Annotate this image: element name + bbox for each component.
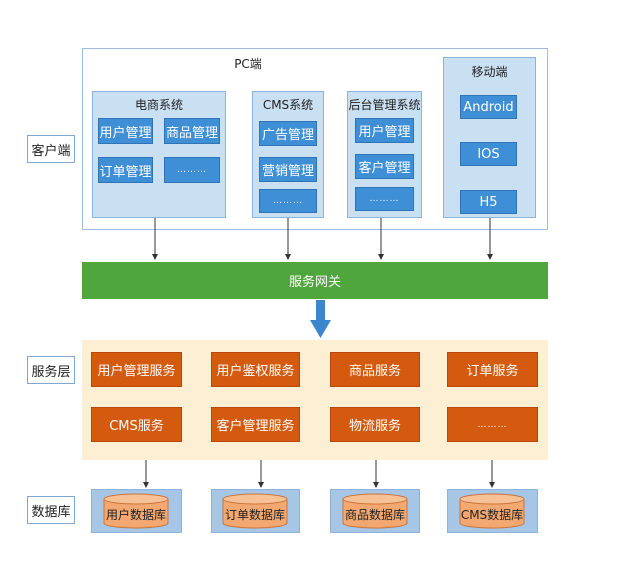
module-ad-management: 广告管理: [259, 121, 317, 146]
layer-label-database: 数据库: [27, 496, 75, 524]
module-more-admin: ………: [355, 187, 414, 211]
layer-label-service: 服务层: [27, 356, 75, 384]
database-user-label: 用户数据库: [105, 507, 166, 522]
service-cms: CMS服务: [91, 407, 182, 442]
database-cylinder-icon: [459, 493, 525, 529]
mobile-client: [443, 57, 536, 218]
ecommerce-system-title: 电商系统: [134, 98, 183, 112]
layer-label-client: 客户端: [27, 135, 75, 163]
pc-title: PC端: [234, 57, 262, 71]
gateway-to-services-arrow-icon: [310, 300, 331, 338]
module-admin-user-management: 用户管理: [355, 118, 414, 143]
service-logistics: 物流服务: [330, 407, 420, 442]
module-android: Android: [460, 95, 517, 119]
service-more: ………: [447, 407, 538, 442]
database-cylinder-icon: [342, 493, 408, 529]
module-more-ecommerce: ………: [164, 157, 220, 183]
module-h5: H5: [460, 190, 517, 214]
service-customer-management: 客户管理服务: [211, 407, 300, 442]
admin-system-title: 后台管理系统: [348, 98, 421, 112]
mobile-client-title: 移动端: [471, 65, 508, 79]
database-cylinder-icon: [103, 493, 169, 529]
module-product-management: 商品管理: [164, 118, 220, 144]
module-marketing-management: 营销管理: [259, 157, 317, 182]
service-user-management: 用户管理服务: [91, 352, 182, 387]
database-cylinder-icon: [222, 493, 288, 529]
module-user-management: 用户管理: [98, 118, 153, 144]
ecommerce-system: [92, 91, 226, 218]
service-gateway: 服务网关: [82, 262, 548, 299]
module-customer-management: 客户管理: [355, 154, 414, 179]
database-product-label: 商品数据库: [344, 507, 405, 522]
module-ios: IOS: [460, 142, 517, 166]
service-product: 商品服务: [330, 352, 420, 387]
cms-system-title: CMS系统: [262, 98, 314, 112]
module-more-cms: ………: [259, 189, 317, 213]
module-order-management: 订单管理: [98, 157, 153, 183]
service-order: 订单服务: [447, 352, 538, 387]
database-order-label: 订单数据库: [224, 507, 285, 522]
database-cms-label: CMS数据库: [460, 507, 524, 522]
service-user-auth: 用户鉴权服务: [211, 352, 300, 387]
